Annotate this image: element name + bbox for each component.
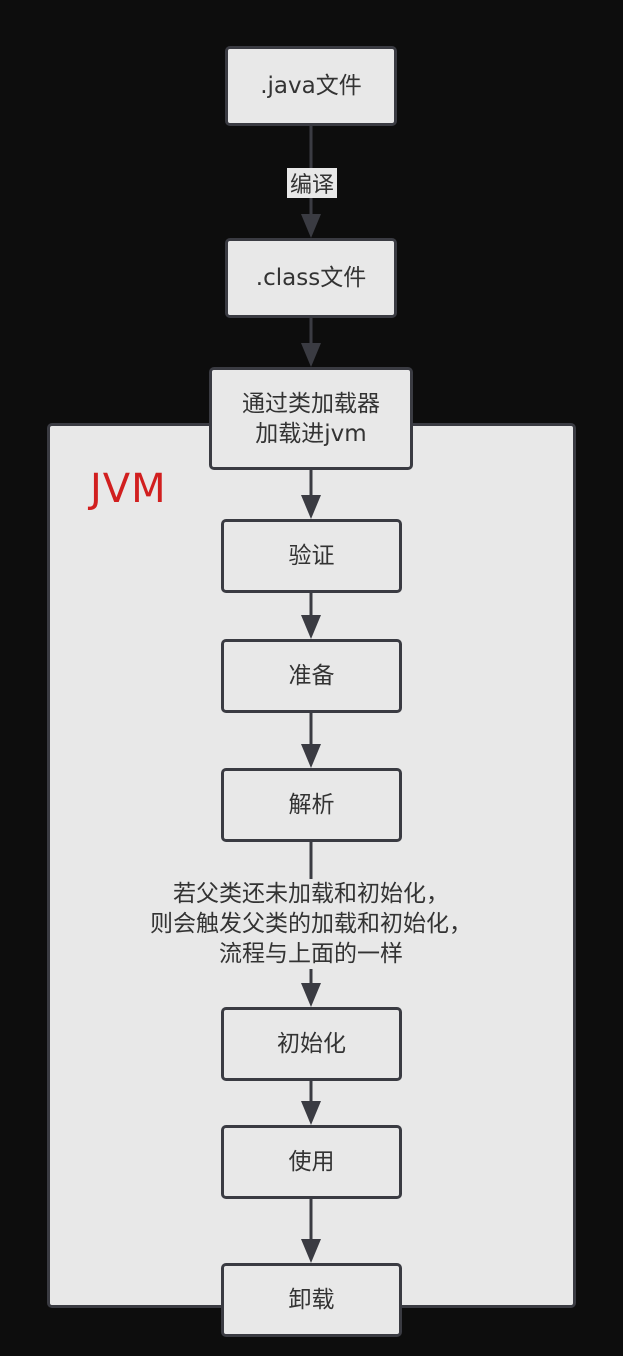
parent-class-note: 若父类还未加载和初始化， 则会触发父类的加载和初始化， 流程与上面的一样 xyxy=(110,879,512,969)
use-label: 使用 xyxy=(288,1149,335,1175)
load-label: 通过类加载器 加载进jvm xyxy=(242,390,380,447)
load-node: 通过类加载器 加载进jvm xyxy=(209,367,413,470)
use-node: 使用 xyxy=(221,1125,402,1199)
unload-label: 卸载 xyxy=(288,1287,335,1313)
jvm-label: JVM xyxy=(90,466,167,512)
arrowhead-resolve xyxy=(301,744,321,768)
prepare-node: 准备 xyxy=(221,639,402,713)
class-file-node: .class文件 xyxy=(225,238,397,318)
arrowhead-initialize xyxy=(301,983,321,1007)
java-file-node: .java文件 xyxy=(225,46,397,126)
resolve-node: 解析 xyxy=(221,768,402,842)
arrowhead-prepare xyxy=(301,615,321,639)
arrowhead-unload xyxy=(301,1239,321,1263)
class-file-label: .class文件 xyxy=(255,265,367,291)
arrowhead-load xyxy=(301,343,321,367)
arrowhead-class xyxy=(301,214,321,238)
arrowhead-use xyxy=(301,1101,321,1125)
initialize-node: 初始化 xyxy=(221,1007,402,1081)
resolve-label: 解析 xyxy=(288,792,335,818)
verify-label: 验证 xyxy=(288,543,335,569)
compile-edge-label: 编译 xyxy=(287,168,337,198)
prepare-label: 准备 xyxy=(288,663,335,689)
java-file-label: .java文件 xyxy=(260,73,362,99)
unload-node: 卸载 xyxy=(221,1263,402,1337)
verify-node: 验证 xyxy=(221,519,402,593)
initialize-label: 初始化 xyxy=(277,1031,346,1057)
arrowhead-verify xyxy=(301,495,321,519)
